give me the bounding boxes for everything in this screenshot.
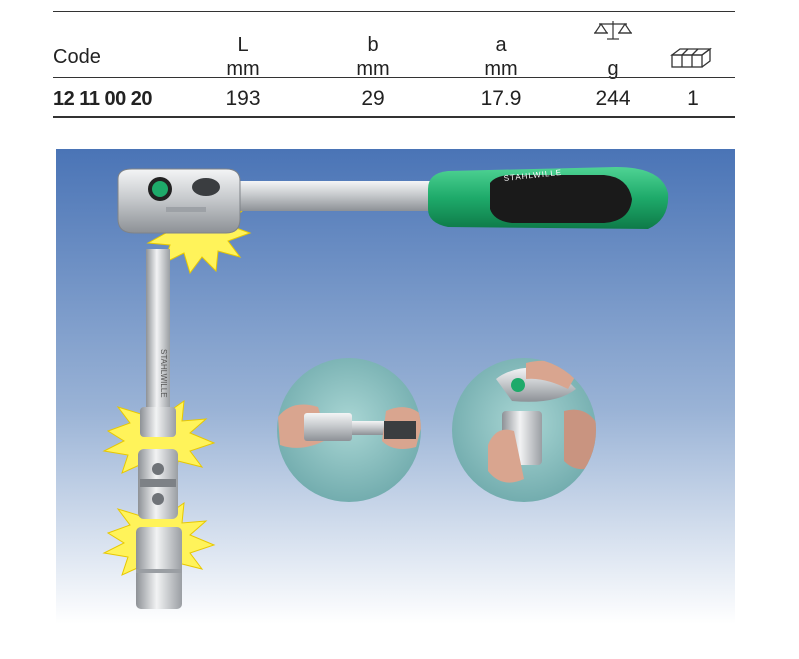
- product-photo: STAHLWILLE STAHLWILLE: [56, 149, 735, 624]
- product-code: 12 11 00 20: [53, 88, 153, 110]
- height-value: 17.9: [480, 87, 522, 110]
- width-unit: mm: [356, 58, 390, 80]
- length-header: L: [237, 34, 249, 56]
- length-value: 193: [225, 87, 261, 110]
- height-unit: mm: [484, 58, 518, 80]
- extension-brand-text: STAHLWILLE: [159, 349, 168, 398]
- table-header-rule: [53, 77, 735, 78]
- table-bottom-rule: [53, 116, 735, 118]
- package-box-icon: [670, 47, 712, 68]
- ratchet-illustration: STAHLWILLE STAHLWILLE: [56, 149, 735, 624]
- width-header: b: [367, 34, 379, 56]
- weight-value: 244: [595, 87, 631, 110]
- inset-detail-attach: [277, 358, 421, 502]
- ratchet-head: [117, 168, 241, 234]
- code-header: Code: [53, 46, 101, 68]
- handle-grip: [490, 175, 632, 223]
- extension-bar: [146, 249, 170, 429]
- inset-detail-mount: [452, 358, 596, 502]
- weight-scale-icon: [593, 21, 633, 40]
- spec-table: Code L mm b mm a mm g 12 11 00 20 193: [53, 11, 735, 118]
- height-header: a: [495, 34, 507, 56]
- length-unit: mm: [226, 58, 260, 80]
- socket: [136, 527, 182, 609]
- ratchet-shaft: [226, 181, 436, 211]
- pack-quantity-value: 1: [687, 87, 699, 110]
- table-top-rule: [53, 11, 735, 12]
- weight-unit: g: [607, 58, 619, 80]
- reverse-lever: [192, 178, 220, 196]
- width-value: 29: [361, 87, 385, 110]
